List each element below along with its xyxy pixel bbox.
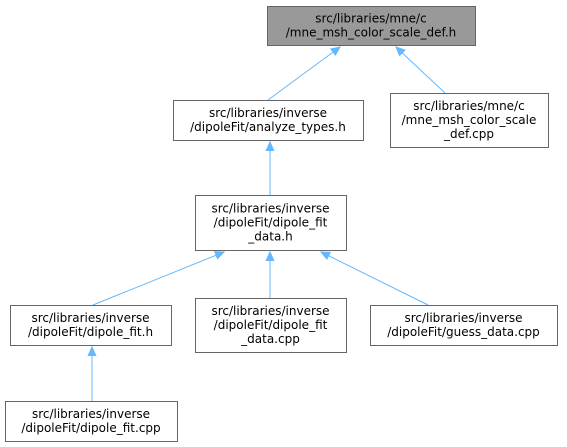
node-box [173, 100, 364, 141]
node-label-line: _data.cpp [240, 332, 300, 346]
file-node-n2[interactable]: src/libraries/mne/c/mne_msh_color_scale_… [390, 93, 549, 148]
edge-n2-n0 [396, 47, 446, 94]
node-label-line: /dipoleFit/guess_data.cpp [387, 325, 540, 339]
node-label-line: /mne_msh_color_scale [402, 113, 537, 127]
edge-n4-n3 [92, 252, 224, 306]
node-label-line: /dipoleFit/dipole_fit [214, 318, 328, 332]
node-label-line: /dipoleFit/dipole_fit.h [28, 325, 153, 339]
node-box [10, 305, 172, 346]
node-box [390, 93, 549, 148]
file-node-n3[interactable]: src/libraries/inverse/dipoleFit/dipole_f… [195, 195, 347, 251]
nodes-layer: src/libraries/mne/c/mne_msh_color_scale_… [5, 6, 558, 442]
edge-n6-n3 [321, 252, 429, 306]
file-node-n7[interactable]: src/libraries/inverse/dipoleFit/dipole_f… [5, 401, 178, 442]
file-node-n1[interactable]: src/libraries/inverse/dipoleFit/analyze_… [173, 100, 364, 141]
node-box [195, 195, 347, 251]
node-label-line: src/libraries/inverse [404, 311, 522, 325]
node-label-line: _def.cpp [443, 127, 494, 141]
edge-n1-n0 [267, 47, 340, 101]
file-node-n4[interactable]: src/libraries/inverse/dipoleFit/dipole_f… [10, 305, 172, 346]
file-node-n5[interactable]: src/libraries/inverse/dipoleFit/dipole_f… [195, 298, 347, 353]
node-label-line: src/libraries/mne/c [315, 12, 426, 26]
node-label-line: /dipoleFit/analyze_types.h [190, 120, 346, 134]
file-node-n6[interactable]: src/libraries/inverse/dipoleFit/guess_da… [370, 305, 558, 346]
node-label-line: src/libraries/inverse [31, 311, 149, 325]
node-label-line: src/libraries/mne/c [413, 99, 524, 113]
node-label-line: /dipoleFit/dipole_fit.cpp [21, 421, 160, 435]
node-label-line: src/libraries/inverse [32, 407, 150, 421]
node-box [370, 305, 558, 346]
node-label-line: src/libraries/inverse [211, 304, 329, 318]
node-label-line: src/libraries/inverse [211, 202, 329, 216]
node-label-line: /dipoleFit/dipole_fit [214, 216, 328, 230]
node-label-line: src/libraries/inverse [209, 106, 327, 120]
node-label-line: /mne_msh_color_scale_def.h [286, 26, 457, 40]
root-file-node: src/libraries/mne/c/mne_msh_color_scale_… [267, 6, 476, 46]
node-box [5, 401, 178, 442]
node-label-line: _data.h [247, 230, 292, 244]
node-box [267, 6, 476, 46]
edges-layer [92, 47, 446, 401]
node-box [195, 298, 347, 353]
